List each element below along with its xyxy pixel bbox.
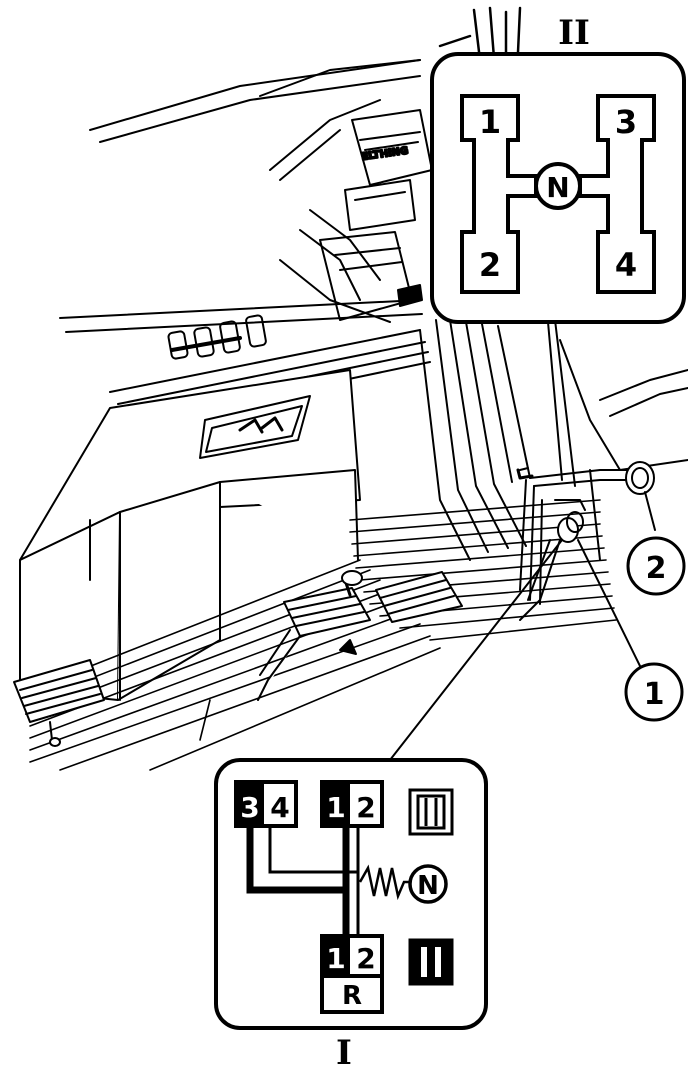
rear-wall [420,320,688,560]
dash-switches [60,300,422,359]
callout-1-number: 1 [644,677,665,712]
gear-box-reverse: R [322,976,382,1012]
range-gear-3: 3 [615,103,637,141]
gear-box-3-4: 3 4 [236,782,296,826]
left-console [20,370,360,700]
figure-label-bottom: I [336,1033,352,1072]
gear-label-2-upper: 2 [356,791,375,824]
gear-label-2-lower: 2 [356,942,375,975]
gear-neutral-label: N [417,871,439,901]
callout-2-number: 2 [646,551,667,586]
gear-shift-pattern: 3 4 1 2 N 1 2 R [216,760,486,1028]
figure-label-top: II [558,13,590,53]
gear-label-1-lower: 1 [326,942,345,975]
range-neutral-label: N [546,171,569,204]
brake-pedals [258,571,462,700]
high-range-tortoise-icon [410,790,452,834]
callout-1: 1 [626,664,682,720]
gear-label-1-upper: 1 [326,791,345,824]
gear-label-3: 3 [240,791,259,824]
range-gear-1: 1 [479,103,501,141]
callout-2: 2 [628,538,684,594]
range-gear-2: 2 [479,246,501,284]
gear-label-4: 4 [270,791,289,824]
range-gear-4: 4 [615,246,637,284]
gear-box-1-2-upper: 1 2 [322,782,382,826]
gear-label-reverse: R [342,981,362,1011]
low-range-rabbit-icon [410,940,452,984]
range-shift-pattern: 1 3 2 4 N [432,54,684,322]
gear-box-1-2-lower: 1 2 [322,936,382,976]
